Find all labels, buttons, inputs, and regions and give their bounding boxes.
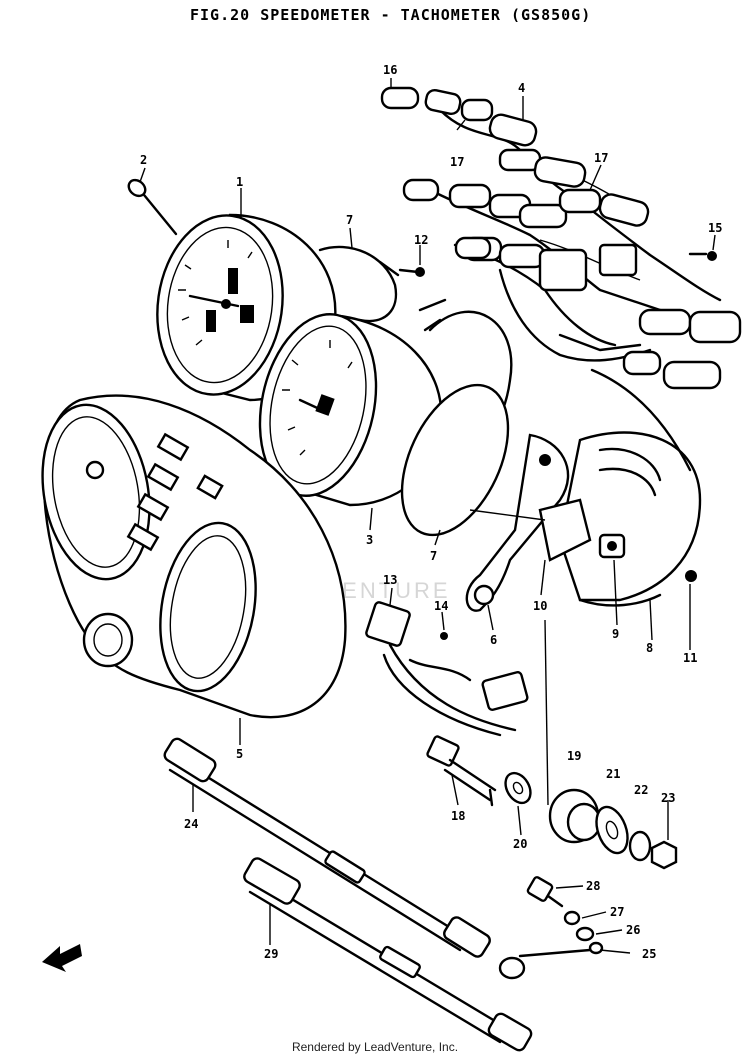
callout-27: 27 [610, 905, 624, 919]
callout-13: 13 [383, 573, 397, 587]
callout-17-right: 17 [594, 151, 608, 165]
callout-3: 3 [366, 533, 373, 547]
callout-23: 23 [661, 791, 675, 805]
indicator-switch-part-13 [365, 601, 529, 737]
callout-15: 15 [708, 221, 722, 235]
screw-part-2 [127, 178, 178, 236]
callout-7-upper: 7 [346, 213, 353, 227]
callout-19: 19 [567, 749, 581, 763]
callout-6: 6 [490, 633, 497, 647]
grommet-and-nuts [544, 619, 678, 870]
front-direction-arrow [42, 944, 82, 972]
tachometer-gauge [258, 313, 443, 507]
callout-24: 24 [184, 817, 198, 831]
callout-28: 28 [586, 879, 600, 893]
callout-12: 12 [414, 233, 428, 247]
callout-22: 22 [634, 783, 648, 797]
callout-20: 20 [513, 837, 527, 851]
callout-25: 25 [642, 947, 656, 961]
callout-5: 5 [236, 747, 243, 761]
callout-26: 26 [626, 923, 640, 937]
callout-leader-lines [139, 78, 716, 954]
bolt-part-18 [426, 735, 532, 807]
callout-1: 1 [236, 175, 243, 189]
callout-21: 21 [606, 767, 620, 781]
tachometer-cable-part-29 [243, 857, 533, 1052]
callout-labels: 1 2 3 4 5 6 7 7 8 9 10 11 12 13 14 15 16… [140, 63, 722, 961]
callout-7-lower: 7 [430, 549, 437, 563]
callout-9: 9 [612, 627, 619, 641]
callout-11: 11 [683, 651, 697, 665]
bulb-socket-harness [424, 88, 742, 390]
callout-4: 4 [518, 81, 525, 95]
footer-credit: Rendered by LeadVenture, Inc. [291, 1040, 459, 1054]
gauge-housing-part-5 [41, 394, 347, 719]
callout-17-left: 17 [450, 155, 464, 169]
callout-29: 29 [264, 947, 278, 961]
cable-guide-fasteners [498, 876, 604, 980]
speedometer-cable-part-24 [163, 737, 491, 958]
figure-title: FIG.20 SPEEDOMETER - TACHOMETER (GS850G) [190, 6, 592, 24]
callout-16: 16 [383, 63, 397, 77]
callout-8: 8 [646, 641, 653, 655]
callout-18: 18 [451, 809, 465, 823]
callout-2: 2 [140, 153, 147, 167]
mounting-bracket-assembly [400, 298, 702, 612]
callout-14: 14 [434, 599, 448, 613]
callout-10: 10 [533, 599, 547, 613]
gauge-cup-part-7 [318, 245, 400, 323]
indicator-bulbs [380, 86, 492, 260]
small-fasteners [398, 251, 717, 640]
